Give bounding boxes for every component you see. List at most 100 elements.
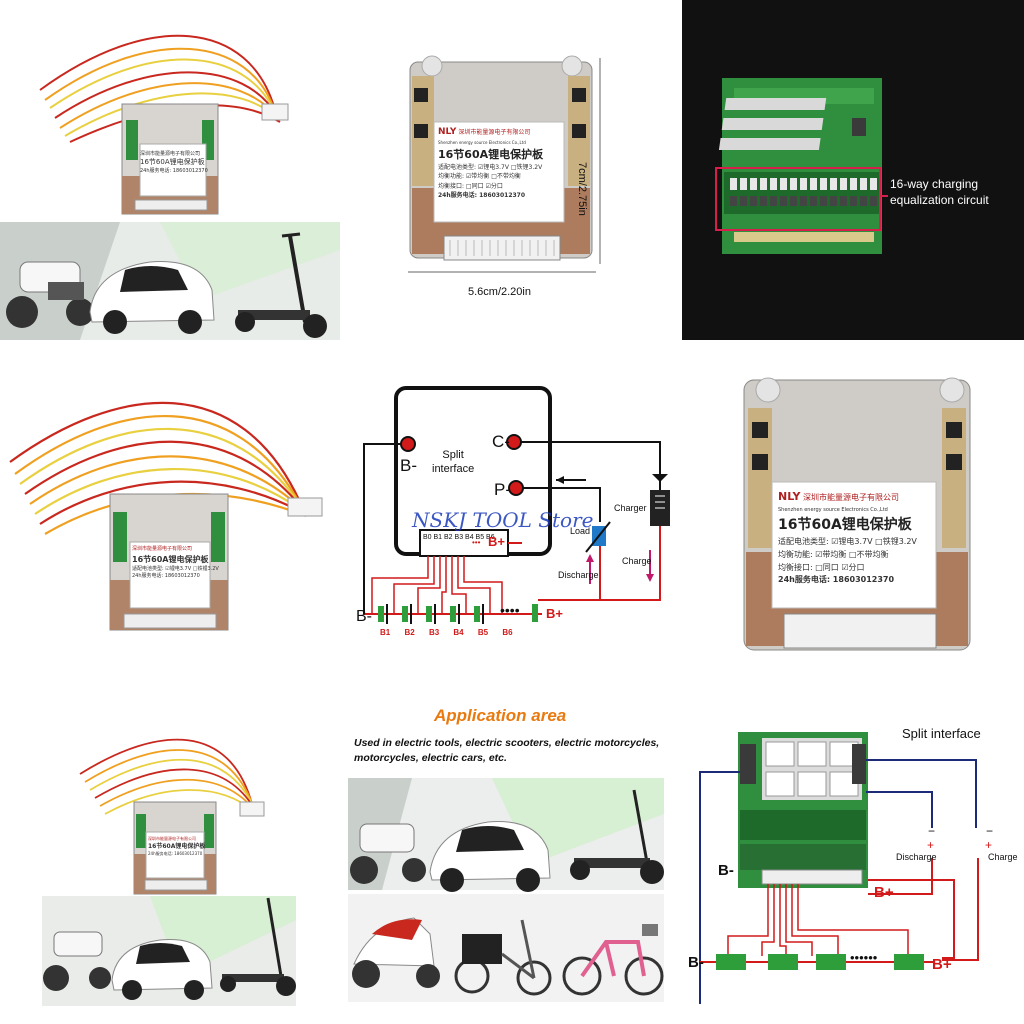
pcb-caption-line-1: 16-way charging: [890, 177, 979, 191]
kick-scooter-image-2: [220, 897, 296, 996]
board4-title: 16节60A锂电保护板: [148, 843, 206, 850]
board-logo: NLY: [438, 127, 457, 137]
board2-title: 16节60A锂电保护板: [132, 554, 209, 564]
diagram-cell-labels: B1 B2 B3 B4 B5 B6: [380, 628, 513, 637]
board-service: 24h服务电话: 18603012370: [438, 192, 526, 200]
cell-label-b4: B4: [453, 628, 464, 637]
wiring-diagram-tile: B- Split interface C- P- Charger Load Di…: [342, 342, 682, 682]
board3-title: 16节60A锂电保护板: [778, 516, 912, 533]
p-minus-pad: [508, 480, 524, 496]
board-closeup-tile: NLY 深圳市能量源电子有限公司 Shenzhen energy source …: [682, 342, 1024, 682]
split-cell-dots: ••••••: [850, 950, 878, 965]
wire-harness: [0, 34, 340, 340]
split-interface-line-2: interface: [432, 463, 475, 476]
board3-row-2: 均衡功能: ☑带均衡 □不带均衡: [778, 549, 889, 559]
board3-logo: NLY: [778, 490, 801, 503]
cell-label-b3: B3: [428, 628, 440, 637]
board3-row-1: 适配电池类型: ☑锂电3.7V □铁锂3.2V: [778, 536, 917, 546]
car-image-3: [429, 821, 551, 892]
pcb-board: [718, 78, 882, 254]
split-bottom-b-plus: B+: [932, 956, 952, 973]
board4-service: 24h服务电话: 18603012370: [148, 851, 203, 856]
diagram-load: Load: [570, 526, 591, 536]
diagram-b-minus: B-: [400, 456, 417, 475]
split-battery-cells: [700, 954, 934, 970]
board3-company-en: Shenzhen energy source Electronics Co.,L…: [778, 506, 888, 513]
split-title: Split interface: [902, 726, 981, 741]
split-discharge-label: Discharge: [896, 852, 937, 862]
watermark: NSKJ TOOL Store: [412, 508, 594, 532]
diagram-discharge: Discharge: [558, 570, 599, 580]
board2-row-1: 适配电池类型: ☑锂电3.7V □铁锂3.2V: [132, 565, 219, 572]
board3-row-3: 均衡接口: □同口 ☑分口: [778, 562, 865, 572]
board4-company: 深圳市能量源电子有限公司: [148, 836, 196, 841]
wire-harness-2: [9, 401, 323, 631]
application-description: Used in electric tools, electric scooter…: [354, 736, 659, 765]
split-bottom-b-minus: B-: [688, 954, 704, 971]
diagram-cell-dots: ••••: [500, 602, 520, 618]
product-wires-tile: 深圳市能量源电子有限公司 16节60A锂电保护板 适配电池类型: ☑锂电3.7V…: [0, 342, 340, 682]
b-minus-pad: [400, 436, 416, 452]
scooter-image: [6, 261, 94, 328]
cell-label-b5: B5: [477, 628, 489, 637]
kick-scooter-image: [235, 232, 327, 338]
application-description-line-1: Used in electric tools, electric scooter…: [354, 737, 660, 749]
cell-label-b2: B2: [404, 628, 415, 637]
diagram-p-minus: P-: [494, 480, 511, 499]
board3-service: 24h服务电话: 18603012370: [778, 575, 895, 585]
charge-plus: +: [985, 838, 993, 852]
board2-service: 24h服务电话: 18603012370: [132, 573, 200, 579]
car-image: [89, 261, 215, 334]
board-row-3: 均衡接口: □同口 ☑分口: [438, 182, 503, 190]
cell-label-b6: B6: [502, 628, 513, 637]
board-company-cn: 深圳市能量源电子有限公司: [458, 129, 531, 136]
split-b-plus: B+: [874, 884, 894, 901]
pcb-caption-line-2: equalization circuit: [890, 193, 989, 208]
diagram-left-b-minus: B-: [356, 608, 372, 625]
scooter-image-2: [43, 931, 111, 991]
split-pcb-board: [738, 732, 868, 888]
scooter-image-3: [350, 823, 426, 884]
board2-company: 深圳市能量源电子有限公司: [132, 546, 193, 552]
split-b-minus: B-: [718, 862, 734, 879]
height-label: 7cm/2.75in: [576, 162, 588, 216]
diagram-b-plus-bottom: B+: [546, 606, 563, 621]
board-photo: [409, 55, 593, 261]
diagram-b-plus-top: B+: [488, 534, 505, 549]
board-row-2: 均衡功能: ☑带均衡 □不带均衡: [438, 173, 521, 181]
diagram-charge: Charge: [622, 556, 652, 566]
cell-label-b1: B1: [380, 628, 391, 637]
board-title-small: 16节60A锂电保护板: [140, 158, 205, 166]
product-with-vehicles-tile: 深圳市能量源电子有限公司 16节60A锂电保护板 24h服务电话: 186030…: [0, 0, 340, 340]
split-interface-line-1: Split: [442, 449, 464, 461]
board-company-small: 深圳市能量源电子有限公司: [140, 151, 201, 157]
board-row-1: 适配电池类型: ☑锂电3.7V □铁锂3.2V: [438, 164, 543, 172]
board-service-small: 24h服务电话: 18603012370: [140, 168, 208, 174]
diagram-charger: Charger: [614, 503, 647, 513]
width-label: 5.6cm/2.20in: [468, 286, 531, 298]
split-charge-label: Charge: [988, 852, 1018, 862]
ebike-image: [562, 924, 664, 996]
board3-company: 深圳市能量源电子有限公司: [803, 493, 900, 502]
board-company-en: Shenzhen energy source Electronics Co.,L…: [438, 139, 526, 145]
dimensions-tile: NLY 深圳市能量源电子有限公司 Shenzhen energy source …: [342, 0, 682, 340]
pcb-highlight-tile: 16-way charging equalization circuit: [682, 0, 1024, 340]
board-closeup: [743, 377, 971, 651]
pcb-caption: 16-way charging equalization circuit: [890, 176, 989, 208]
board-title: 16节60A锂电保护板: [438, 148, 544, 162]
diagram-split-interface: Split interface: [432, 448, 474, 477]
application-area-tile: Application area Used in electric tools,…: [342, 684, 682, 1024]
charge-minus: −: [986, 824, 994, 838]
diagram-connector-dots: •••: [472, 538, 481, 547]
discharge-plus: +: [927, 838, 935, 852]
diagram-c-minus: C-: [492, 432, 510, 451]
application-description-line-2: motorcycles, electric cars, etc.: [354, 751, 507, 764]
car-image-2: [111, 938, 213, 1000]
application-title: Application area: [434, 706, 567, 725]
tricycle-image: [454, 919, 552, 996]
kick-scooter-image-3: [570, 789, 664, 884]
discharge-minus: −: [928, 824, 936, 838]
highlight-box: [715, 167, 881, 231]
product-vehicles-small-tile: 深圳市能量源电子有限公司 16节60A锂电保护板 24h服务电话: 186030…: [0, 684, 340, 1024]
split-interface-tile: Split interface B- B+ − + Discharge − + …: [682, 684, 1024, 1024]
